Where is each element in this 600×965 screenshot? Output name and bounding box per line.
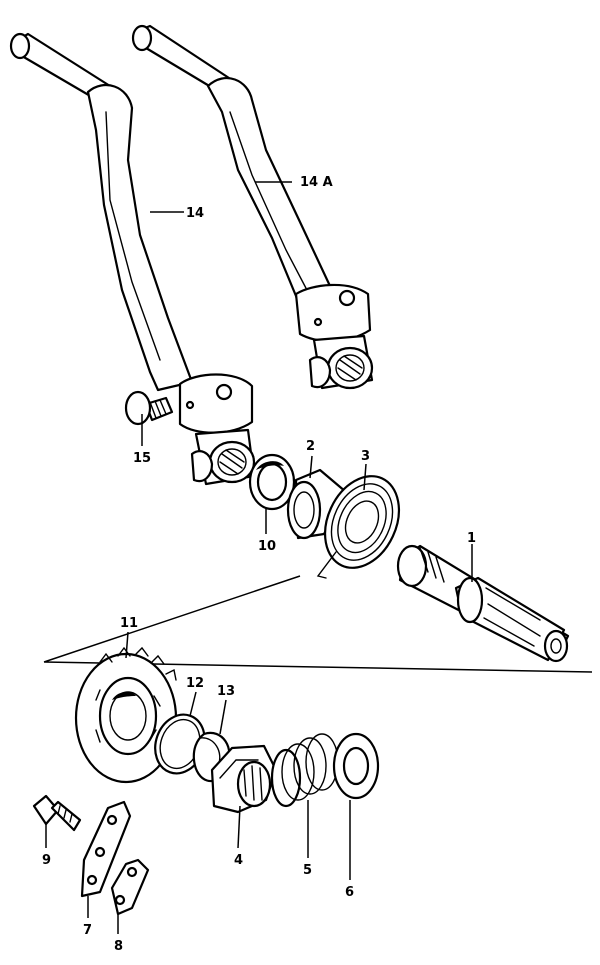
callout-7: 7 bbox=[83, 923, 92, 938]
callout-8: 8 bbox=[114, 939, 123, 954]
drive-cam-4 bbox=[210, 744, 278, 814]
oil-seal-10 bbox=[248, 453, 296, 511]
callout-10: 10 bbox=[258, 539, 276, 554]
washer-6 bbox=[332, 732, 380, 800]
callout-5: 5 bbox=[303, 863, 312, 878]
kick-shaft-1 bbox=[396, 544, 570, 663]
bolt-9 bbox=[32, 794, 82, 832]
callout-14: 14 bbox=[186, 206, 204, 221]
callout-12: 12 bbox=[186, 676, 204, 691]
callout-3: 3 bbox=[361, 449, 370, 464]
callout-15: 15 bbox=[133, 451, 151, 466]
stopper-plate-7 bbox=[80, 800, 132, 898]
callout-2: 2 bbox=[306, 439, 315, 454]
kick-lever-14 bbox=[9, 32, 256, 486]
callout-6: 6 bbox=[345, 885, 354, 900]
kick-lever-14a bbox=[131, 24, 374, 390]
spring-5 bbox=[270, 733, 339, 808]
callout-4: 4 bbox=[234, 853, 243, 868]
callout-11: 11 bbox=[120, 616, 138, 631]
return-spring-3 bbox=[316, 475, 400, 579]
bolt-15 bbox=[124, 390, 174, 426]
kick-gear-11 bbox=[74, 646, 178, 784]
guide-plate-8 bbox=[110, 858, 150, 916]
callout-13: 13 bbox=[217, 684, 235, 699]
spacer-2 bbox=[286, 468, 348, 540]
callout-14a: 14 A bbox=[300, 175, 333, 190]
leader-lines bbox=[45, 181, 473, 934]
callout-9: 9 bbox=[42, 853, 51, 868]
callout-1: 1 bbox=[467, 531, 476, 546]
